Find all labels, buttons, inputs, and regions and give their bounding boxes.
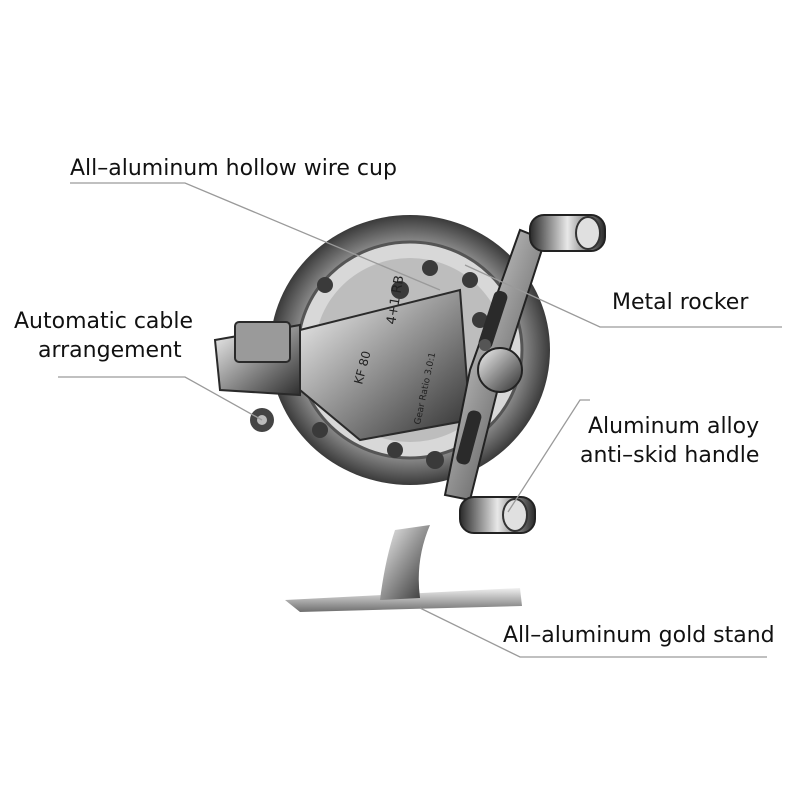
handle-text-line1: Aluminum alloy [588,414,760,439]
cable-arrangement-label: Automatic cable arrangement [14,307,193,365]
handle-label: Aluminum alloy anti–skid handle [580,412,760,470]
wire-cup-label: All–aluminum hollow wire cup [70,154,397,183]
metal-rocker-text: Metal rocker [612,290,749,315]
cable-leader [58,376,263,421]
cable-arrangement-text-line1: Automatic cable [14,309,194,334]
wire-cup-leader [70,182,441,291]
handle-text-line2: anti–skid handle [580,443,760,468]
stand-leader [419,607,767,658]
reel-stand [285,525,522,612]
handle-leader [507,399,590,513]
wire-cup-text: All–aluminum hollow wire cup [70,156,397,181]
callout-lines [58,182,782,658]
reel-side-plate [213,288,472,442]
rocker-leader [464,264,782,328]
cable-arrangement-text-line2: arrangement [38,338,182,363]
reel-rocker-arm [443,228,547,502]
stand-text: All–aluminum gold stand [503,623,775,648]
stand-label: All–aluminum gold stand [503,621,775,650]
reel-handle-knobs [459,214,606,534]
metal-rocker-label: Metal rocker [612,288,748,317]
